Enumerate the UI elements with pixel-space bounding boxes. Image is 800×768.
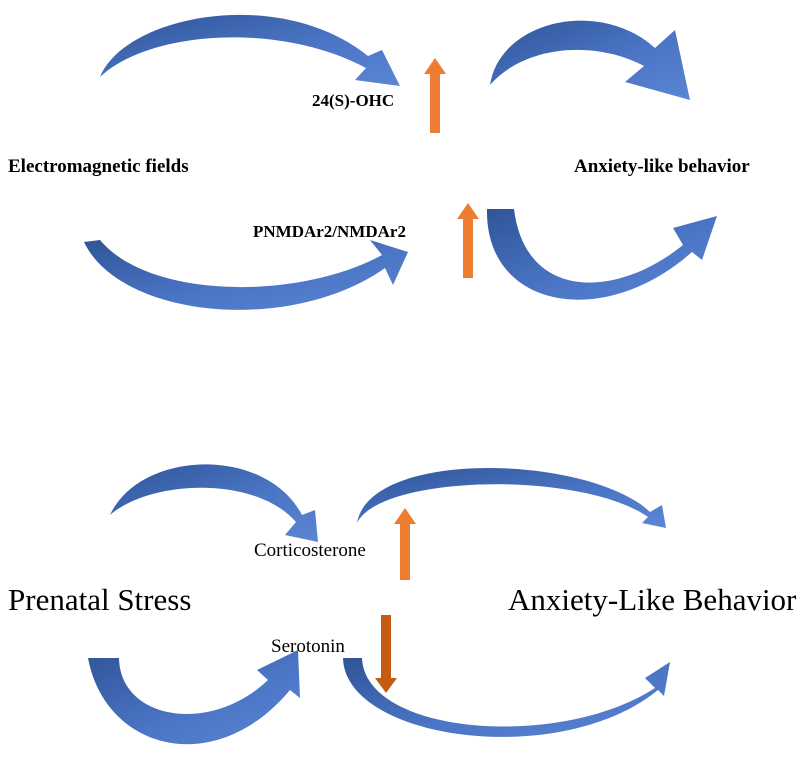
- mediator-label-24s-ohc: 24(S)-OHC: [312, 91, 395, 110]
- mediator-label-corticosterone: Corticosterone: [254, 540, 366, 561]
- outcome-label-bottom: Anxiety-Like Behavior: [508, 582, 797, 617]
- mediator-label-serotonin: Serotonin: [271, 636, 345, 657]
- curved-arrow-corticosterone-to-anxiety: [357, 467, 666, 528]
- decrease-arrow-serotonin: [375, 615, 397, 693]
- curved-arrow-24s-ohc-to-anxiety: [490, 20, 690, 100]
- mediator-label-pnmdar2: PNMDAr2/NMDAr2: [253, 222, 406, 241]
- source-label-bottom: Prenatal Stress: [8, 582, 192, 617]
- source-label-top: Electromagnetic fields: [8, 156, 189, 177]
- curved-arrow-stress-to-corticosterone: [110, 464, 318, 542]
- increase-arrow-corticosterone: [394, 508, 416, 580]
- increase-arrow-pnmdar2: [457, 203, 479, 278]
- curved-arrow-serotonin-to-anxiety: [343, 658, 670, 737]
- top-panel: [84, 14, 717, 310]
- increase-arrow-24s-ohc: [424, 58, 446, 133]
- curved-arrow-pnmdar2-to-anxiety: [486, 209, 717, 300]
- outcome-label-top: Anxiety-like behavior: [574, 156, 750, 177]
- curved-arrow-emf-to-24s-ohc: [100, 14, 400, 86]
- curved-arrow-stress-to-serotonin: [88, 650, 300, 745]
- curved-arrow-emf-to-pnmdar2: [84, 240, 408, 310]
- bottom-panel: [88, 464, 670, 745]
